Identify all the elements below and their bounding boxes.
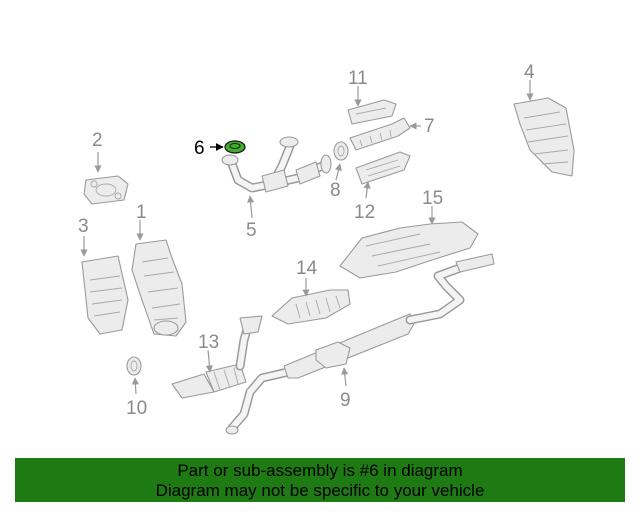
part-3-heat-shield [81, 255, 129, 335]
callout-8: 8 [330, 180, 341, 201]
banner-line-2: Diagram may not be specific to your vehi… [155, 481, 485, 500]
part-2-gasket [83, 175, 129, 205]
callout-5: 5 [246, 220, 257, 241]
part-1-manifold-converter [131, 239, 187, 337]
callout-9: 9 [340, 390, 351, 411]
part-8-ring [333, 141, 349, 161]
part-13-front-pipe-lower [171, 315, 263, 399]
callout-15: 15 [422, 188, 443, 209]
part-9-rear-exhaust [225, 253, 495, 435]
callout-10: 10 [126, 398, 147, 419]
part-10-ring [126, 356, 142, 376]
part-5-front-pipe [221, 136, 332, 193]
info-banner: Part or sub-assembly is #6 in diagram Di… [15, 458, 625, 502]
part-12-heat-shield [355, 151, 411, 185]
part-11-heat-shield [347, 99, 397, 125]
callout-6: 6 [194, 138, 205, 159]
exhaust-parts-diagram: 1 2 3 4 5 6 7 8 9 10 11 12 13 14 15 [78, 62, 575, 435]
highlighted-part [224, 140, 246, 154]
callout-3: 3 [78, 216, 89, 237]
callout-13: 13 [198, 332, 219, 353]
part-15-heat-shield [339, 221, 479, 279]
callout-7: 7 [424, 116, 435, 137]
callout-1: 1 [136, 202, 147, 223]
part-4-heat-shield [513, 97, 575, 177]
callout-11: 11 [348, 68, 368, 89]
callout-4: 4 [524, 62, 535, 83]
part-14-heat-shield [271, 289, 351, 325]
callout-14: 14 [296, 258, 318, 279]
callout-2: 2 [92, 130, 103, 151]
banner-line-1: Part or sub-assembly is #6 in diagram [177, 461, 463, 480]
callout-12: 12 [354, 202, 375, 223]
part-6-gasket-highlighted [224, 140, 246, 154]
